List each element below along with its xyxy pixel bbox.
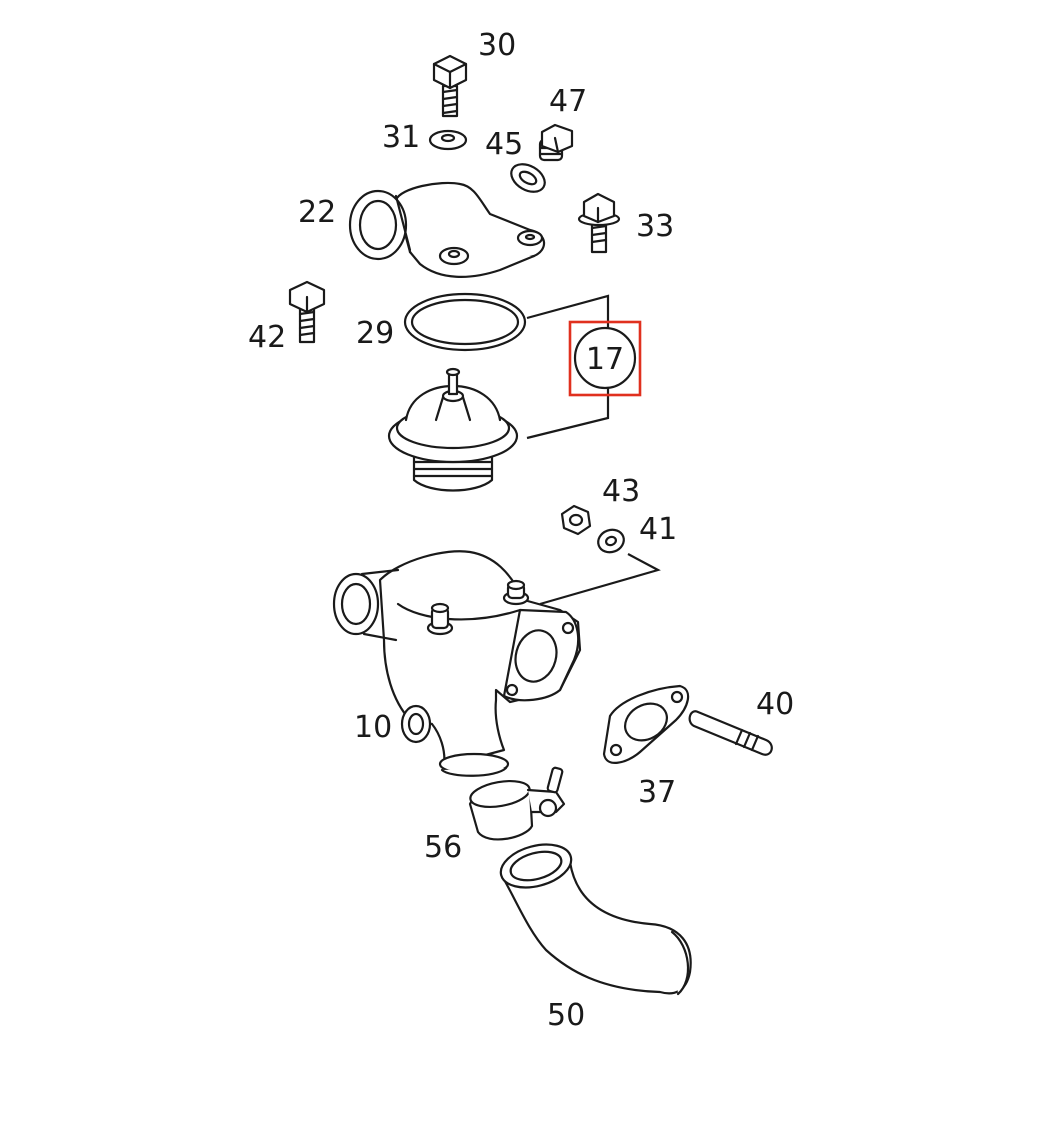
label-56: 56 xyxy=(424,830,462,865)
label-47: 47 xyxy=(549,84,587,119)
highlight-box xyxy=(568,320,642,397)
bolt-30 xyxy=(432,54,468,118)
nut-43 xyxy=(560,504,592,536)
label-41: 41 xyxy=(639,512,677,547)
label-17: 17 xyxy=(586,342,624,377)
label-31: 31 xyxy=(382,120,420,155)
o-ring-29 xyxy=(403,292,527,352)
bolt-42 xyxy=(288,280,326,344)
label-29: 29 xyxy=(356,316,394,351)
label-43: 43 xyxy=(602,474,640,509)
washer-31 xyxy=(428,129,468,151)
bolt-33 xyxy=(577,192,621,254)
stud-40 xyxy=(688,710,773,756)
label-45: 45 xyxy=(485,127,523,162)
label-30: 30 xyxy=(478,28,516,63)
label-10: 10 xyxy=(354,710,392,745)
thermostat xyxy=(387,367,519,492)
label-42: 42 xyxy=(248,320,286,355)
label-37: 37 xyxy=(638,775,676,810)
label-50: 50 xyxy=(547,998,585,1033)
label-40: 40 xyxy=(756,687,794,722)
thermostat-housing-10 xyxy=(332,550,582,777)
seal-ring-45 xyxy=(510,163,546,193)
plug-47 xyxy=(538,123,574,162)
gasket-37 xyxy=(602,684,690,764)
hose-clamp-56 xyxy=(468,766,566,841)
washer-41 xyxy=(597,528,625,554)
label-22: 22 xyxy=(298,195,336,230)
label-33: 33 xyxy=(636,209,674,244)
leader-43-41 xyxy=(539,553,661,606)
coolant-hose-50 xyxy=(499,843,692,996)
housing-cover-22 xyxy=(348,181,546,278)
callout-17-circle xyxy=(573,326,637,390)
